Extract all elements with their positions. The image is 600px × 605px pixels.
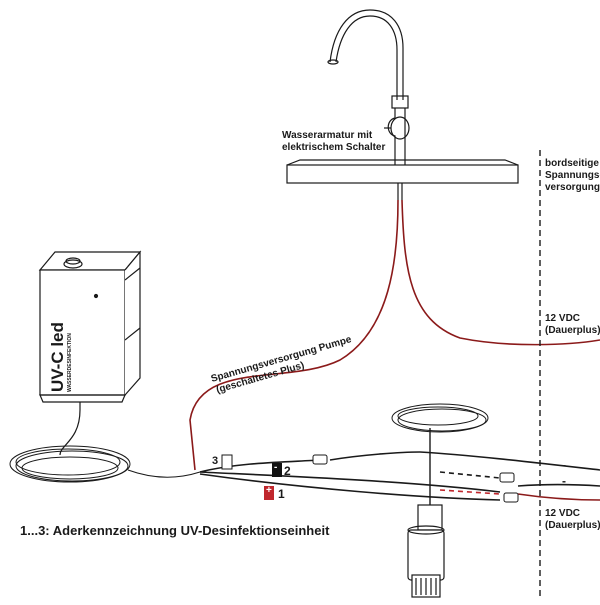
pump-supply-label: Spannungsversorgung Pumpe (geschaltetes … <box>210 334 353 396</box>
wire-tag-2-minus: - <box>274 462 278 473</box>
unit-brand: UV-C led <box>48 322 67 392</box>
supply-label: bordseitige Spannungs- versorgung <box>545 158 600 194</box>
wire-tag-3 <box>221 454 233 470</box>
faucet-label-line1: Wasserarmatur mit <box>282 130 373 141</box>
pump <box>407 504 445 598</box>
vdc-bottom-line2: (Dauerplus) <box>545 520 600 531</box>
wire-tag-1-plus: + <box>266 485 272 496</box>
wire-connectors <box>312 454 519 503</box>
wire-number-3: 3 <box>212 455 219 467</box>
vdc-bottom-label: 12 VDC (Dauerplus) <box>545 508 600 532</box>
wire-tag-1 <box>264 486 274 500</box>
vdc-bottom-line1: 12 VDC <box>545 508 581 519</box>
wire-tag-2 <box>272 463 282 477</box>
wire-number-1: 1 <box>278 487 285 501</box>
harness-wires <box>199 451 600 501</box>
vdc-top-line2: (Dauerplus) <box>545 325 600 336</box>
wire-number-2: 2 <box>284 464 291 478</box>
unit-brand-text: UV-C led WASSERDESINFEKTION <box>48 322 73 392</box>
faucet <box>286 9 519 200</box>
unit-cable-coil <box>9 445 201 483</box>
uv-c-unit <box>38 250 142 456</box>
supply-label-line2: Spannungs- <box>545 170 600 181</box>
minus-mark-upper: - <box>562 458 566 472</box>
diagram-caption: 1...3: Aderkennzeichnung UV-Desinfektion… <box>20 523 330 538</box>
vdc-top-label: 12 VDC (Dauerplus) <box>545 313 600 337</box>
pump-coil <box>391 403 489 505</box>
supply-label-line1: bordseitige <box>545 158 599 169</box>
faucet-label: Wasserarmatur mit elektrischem Schalter <box>282 130 385 154</box>
vdc-top-line1: 12 VDC <box>545 313 581 324</box>
unit-subtitle: WASSERDESINFEKTION <box>67 333 73 392</box>
faucet-wires <box>189 199 600 471</box>
faucet-label-line2: elektrischem Schalter <box>282 142 386 153</box>
supply-label-line3: versorgung <box>545 182 600 193</box>
minus-mark-lower: - <box>562 474 566 488</box>
